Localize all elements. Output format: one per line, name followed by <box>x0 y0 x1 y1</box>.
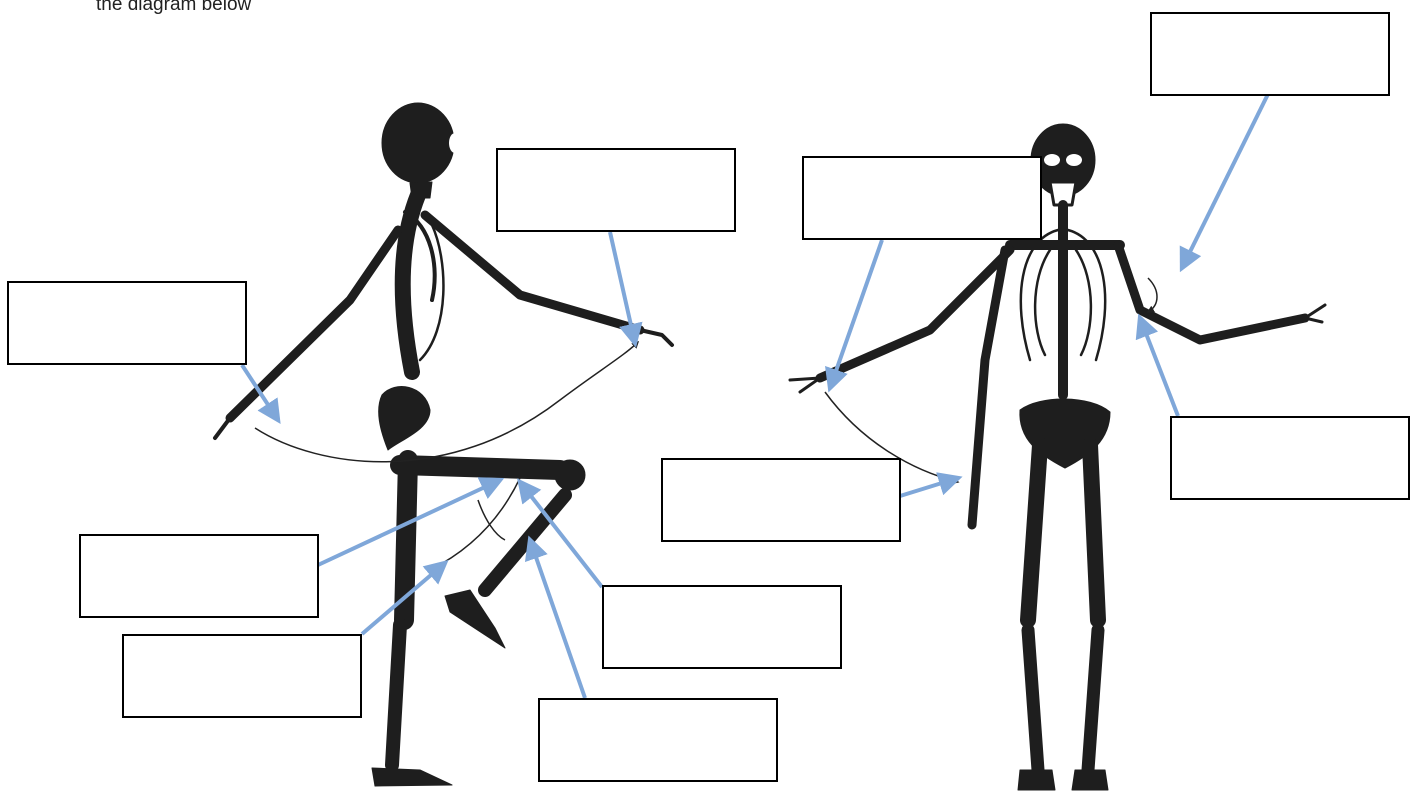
arrow-arm-down <box>900 478 958 496</box>
label-box-shin[interactable] <box>122 634 362 718</box>
front-femur-right <box>1090 445 1098 620</box>
front-femur-left <box>1028 445 1040 620</box>
side-arm-front <box>425 215 640 330</box>
side-femur-raised <box>400 465 560 470</box>
side-tibia-raised <box>485 495 565 590</box>
label-box-knee[interactable] <box>602 585 842 669</box>
label-box-calf[interactable] <box>538 698 778 782</box>
label-box-hip[interactable] <box>79 534 319 618</box>
side-arm-back <box>230 230 398 418</box>
arrow-elbow-right <box>1140 318 1178 416</box>
label-box-arm-down[interactable] <box>661 458 901 542</box>
side-skull <box>382 103 454 183</box>
side-tibia-stand <box>392 625 400 765</box>
label-box-forearm-top[interactable] <box>496 148 736 232</box>
front-tibia-left <box>1028 630 1038 770</box>
arrow-arm-top <box>1182 86 1272 268</box>
front-arm-hanging <box>972 250 1005 525</box>
label-box-elbow-right[interactable] <box>1170 416 1410 500</box>
label-box-arm-left[interactable] <box>7 281 247 365</box>
side-pelvis <box>379 387 430 450</box>
front-tibia-right <box>1088 630 1098 770</box>
label-box-arm-top[interactable] <box>1150 12 1390 96</box>
front-arm-raised <box>1118 245 1305 340</box>
arrow-calf <box>530 540 585 698</box>
label-box-hand-right[interactable] <box>802 156 1042 240</box>
